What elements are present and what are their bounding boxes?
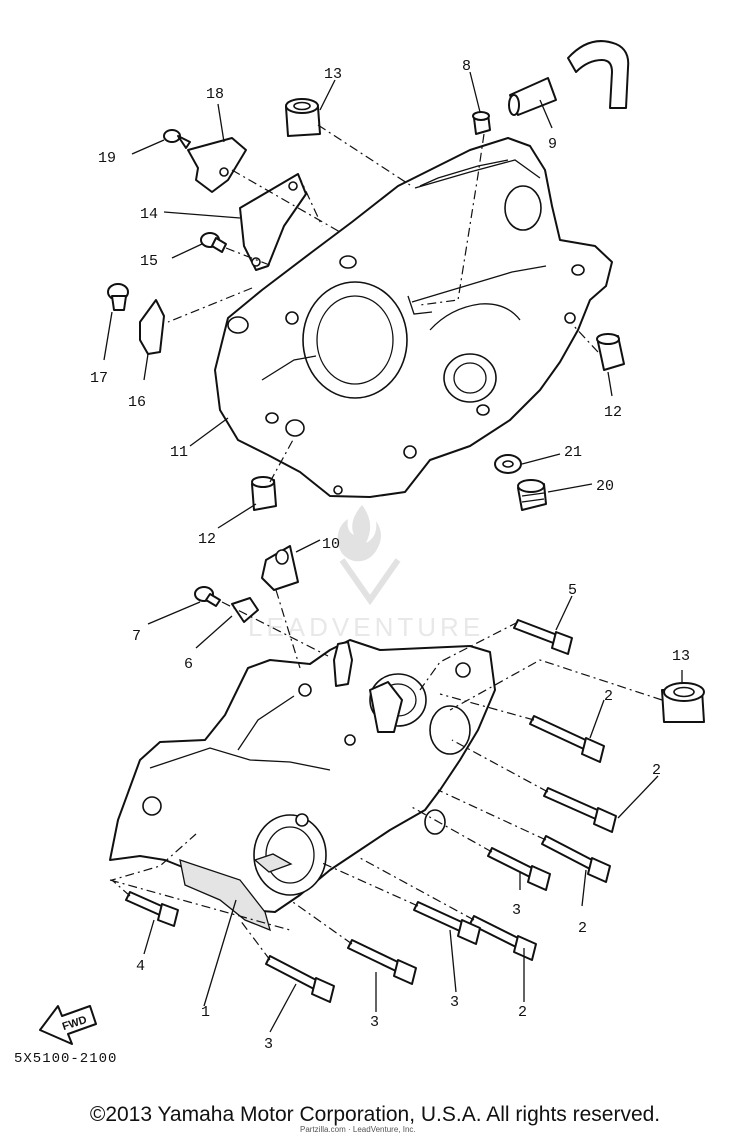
crankcase-left-half (109, 639, 496, 932)
callout-6: 6 (184, 656, 193, 673)
bolt-3-b (413, 901, 481, 945)
breather-pipe-9 (508, 40, 630, 116)
bolt-2-a (529, 715, 605, 763)
drain-bolt-20 (517, 479, 547, 511)
clamp-16 (139, 299, 165, 355)
watermark: LEADVENTURE (248, 505, 484, 642)
callout-8: 8 (462, 58, 471, 75)
screw-7 (194, 586, 221, 607)
dowel-12-left (251, 476, 277, 511)
callout-4: 4 (136, 958, 145, 975)
collar-13-upper (285, 98, 321, 137)
callout-3-b: 3 (450, 994, 459, 1011)
callout-1: 1 (201, 1004, 210, 1021)
callout-19: 19 (98, 150, 116, 167)
callout-13-a: 13 (324, 66, 342, 83)
bolt-3-c (347, 939, 417, 985)
dowel-12-right (596, 333, 625, 371)
callout-2-c: 2 (578, 920, 587, 937)
leader-lines (103, 71, 683, 1033)
callout-12-b: 12 (198, 531, 216, 548)
bolt-5 (513, 619, 573, 655)
callout-16: 16 (128, 394, 146, 411)
bolt-2-c (541, 835, 611, 883)
callout-labels: 1 2 2 2 2 3 3 3 3 4 5 6 7 8 9 10 11 12 1… (90, 58, 690, 1053)
callout-10: 10 (322, 536, 340, 553)
bracket-18 (187, 137, 247, 193)
dowel-pin-8 (472, 111, 491, 135)
callout-11: 11 (170, 444, 188, 461)
alignment-lines (109, 124, 663, 961)
bolt-2-b (543, 787, 617, 833)
clamp-6 (231, 597, 259, 623)
callout-17: 17 (90, 370, 108, 387)
bolt-3-d (265, 955, 335, 1003)
watermark-text: LEADVENTURE (248, 612, 484, 642)
callout-3-c: 3 (370, 1014, 379, 1031)
crankcase-right-half (214, 137, 613, 498)
callout-2-d: 2 (518, 1004, 527, 1021)
bolt-2-d (469, 915, 537, 961)
callout-2-b: 2 (652, 762, 661, 779)
callout-2-a: 2 (604, 688, 613, 705)
copyright-subline: Partzilla.com · LeadVenture, Inc. (300, 1125, 416, 1134)
callout-3-a: 3 (512, 902, 521, 919)
diagram-code: 5X5100-2100 (14, 1051, 117, 1067)
bolt-17 (107, 283, 129, 311)
callout-21: 21 (564, 444, 582, 461)
screw-19 (163, 129, 191, 149)
callout-15: 15 (140, 253, 158, 270)
callout-12-a: 12 (604, 404, 622, 421)
callout-18: 18 (206, 86, 224, 103)
plate-14 (239, 173, 307, 271)
bolt-4 (125, 891, 179, 927)
collar-13-lower (661, 682, 705, 723)
holder-10 (261, 545, 299, 591)
bolt-15 (200, 232, 227, 253)
callout-13-b: 13 (672, 648, 690, 665)
callout-3-d: 3 (264, 1036, 273, 1053)
callout-9: 9 (548, 136, 557, 153)
callout-20: 20 (596, 478, 614, 495)
bolt-3-a (487, 847, 551, 891)
copyright-notice: ©2013 Yamaha Motor Corporation, U.S.A. A… (89, 1103, 661, 1126)
gasket-21 (494, 454, 522, 474)
callout-14: 14 (140, 206, 158, 223)
callout-5: 5 (568, 582, 577, 599)
fwd-arrow: FWD (39, 1005, 97, 1045)
callout-7: 7 (132, 628, 141, 645)
